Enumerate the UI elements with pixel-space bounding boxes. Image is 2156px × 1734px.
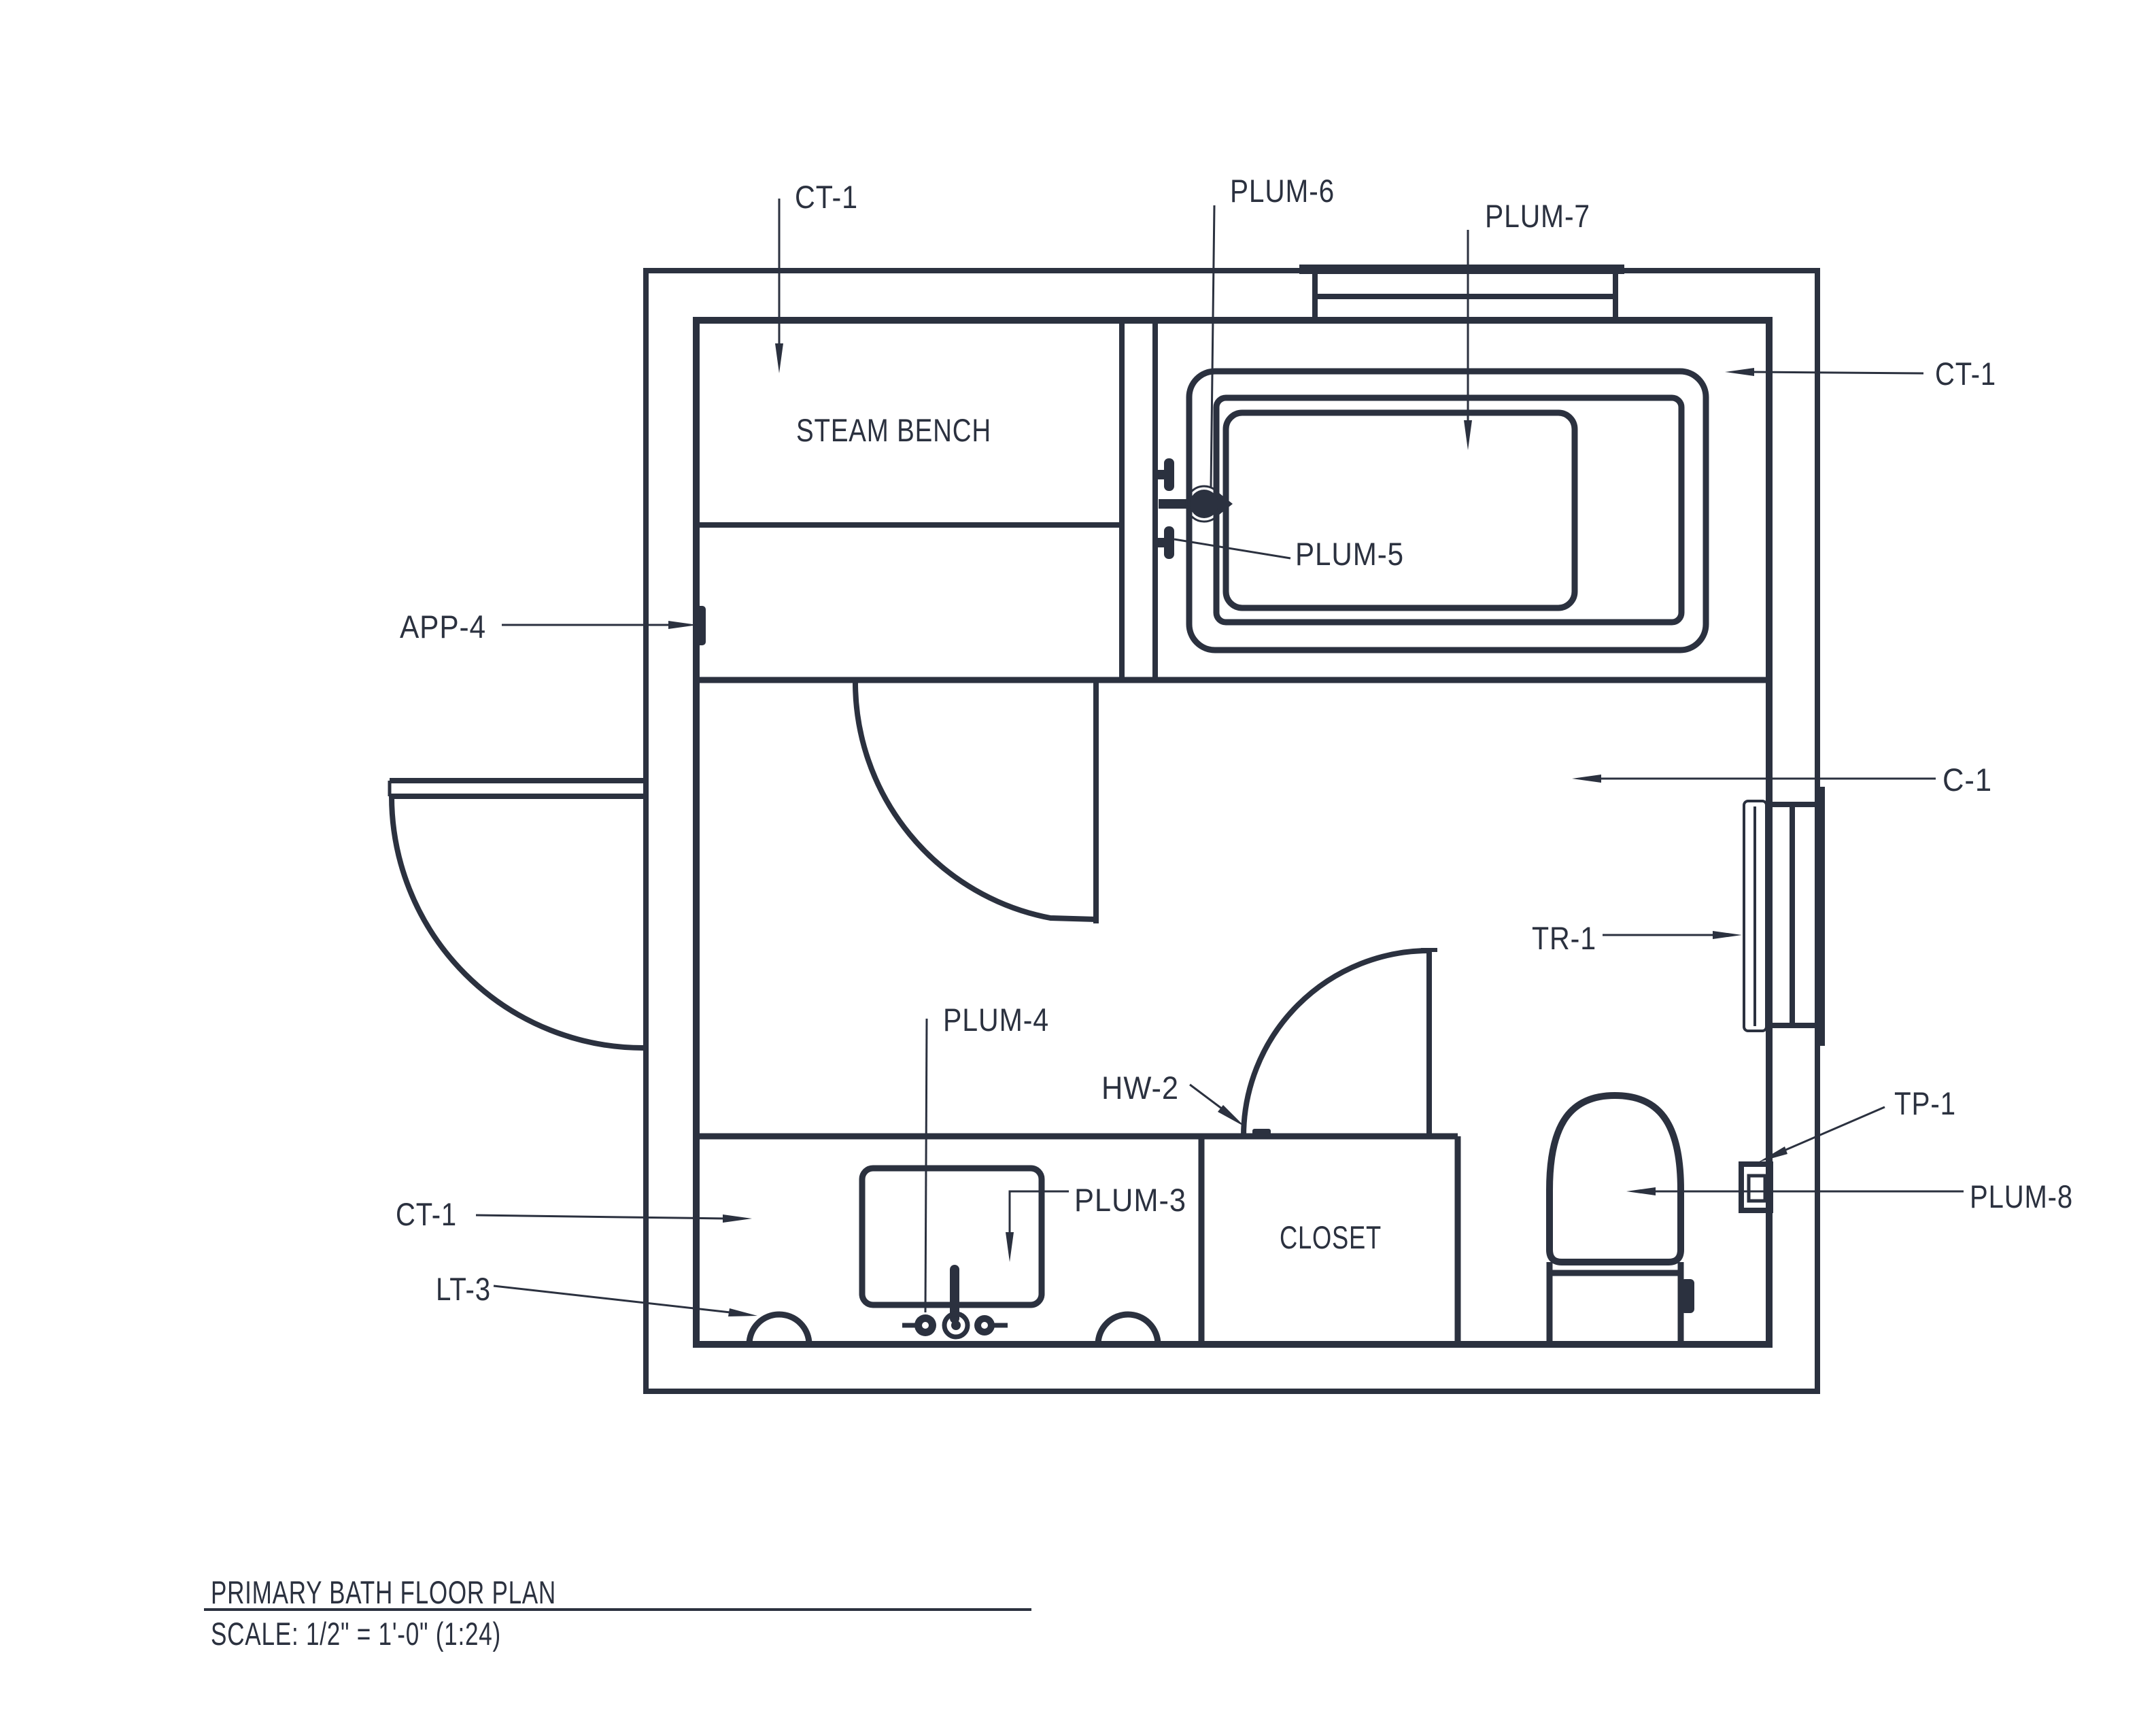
svg-text:PRIMARY BATH FLOOR PLAN: PRIMARY BATH FLOOR PLAN [211,1574,556,1610]
svg-text:PLUM-3: PLUM-3 [1074,1182,1186,1218]
svg-text:APP-4: APP-4 [400,609,486,645]
svg-text:CT-1: CT-1 [1935,356,1996,392]
svg-text:PLUM-8: PLUM-8 [1970,1178,2073,1214]
svg-text:TR-1: TR-1 [1532,920,1596,956]
svg-text:SCALE: 1/2" = 1'-0" (1:24): SCALE: 1/2" = 1'-0" (1:24) [211,1616,501,1652]
svg-text:PLUM-7: PLUM-7 [1485,198,1590,234]
svg-text:CT-1: CT-1 [396,1196,457,1232]
svg-text:LT-3: LT-3 [436,1271,491,1307]
svg-text:PLUM-5: PLUM-5 [1295,536,1404,572]
svg-text:HW-2: HW-2 [1101,1070,1179,1106]
svg-text:STEAM BENCH: STEAM BENCH [796,412,991,448]
svg-text:PLUM-6: PLUM-6 [1230,173,1335,209]
svg-text:TP-1: TP-1 [1894,1085,1956,1121]
svg-text:PLUM-4: PLUM-4 [943,1002,1049,1038]
svg-text:C-1: C-1 [1943,762,1992,798]
svg-text:CLOSET: CLOSET [1280,1219,1382,1255]
svg-text:CT-1: CT-1 [795,179,858,215]
